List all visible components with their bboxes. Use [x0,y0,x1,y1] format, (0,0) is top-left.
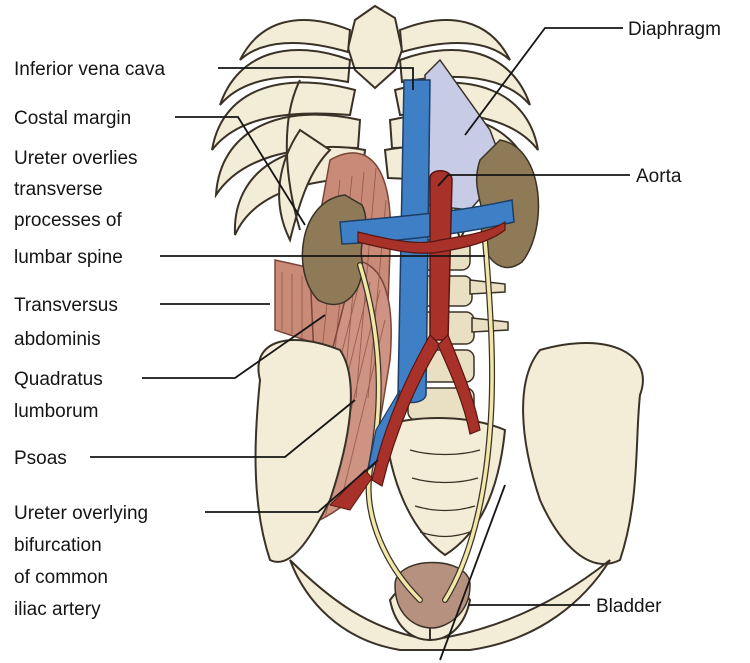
kidney-left [302,195,365,304]
label-ureter-iliac-4: iliac artery [14,599,101,620]
label-quadratus-2: lumborum [14,401,98,422]
label-ureter-iliac-1: Ureter overlying [14,503,148,524]
label-transversus-1: Transversus [14,295,118,316]
label-transversus-2: abdominis [14,329,101,350]
label-ureter-spine-4: lumbar spine [14,247,123,268]
label-ureter-spine-2: transverse [14,179,103,200]
iliac-wing-left [256,340,351,562]
iliac-wing-right [523,343,643,564]
label-diaphragm: Diaphragm [628,19,721,40]
label-quadratus-1: Quadratus [14,369,103,390]
label-psoas: Psoas [14,448,67,469]
label-bladder: Bladder [596,596,662,617]
label-costal-margin: Costal margin [14,108,131,129]
label-ureter-spine-3: processes of [14,210,122,231]
label-ureter-iliac-3: of common [14,567,108,588]
label-ureter-spine-1: Ureter overlies [14,148,138,169]
label-ureter-iliac-2: bifurcation [14,535,102,556]
label-aorta: Aorta [636,166,682,187]
sternum [348,6,402,88]
label-inferior-vena-cava: Inferior vena cava [14,59,165,80]
